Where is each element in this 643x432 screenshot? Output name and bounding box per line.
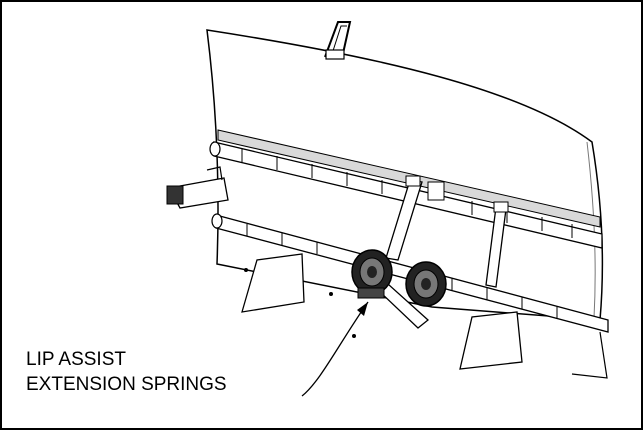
callout-line-2: EXTENSION SPRINGS	[26, 374, 227, 395]
callout-arrowhead	[357, 302, 368, 316]
callout-leader	[301, 301, 369, 397]
callout-line-1: LIP ASSIST	[26, 349, 126, 370]
extension-springs	[351, 249, 447, 307]
right-mount-plate	[459, 311, 523, 370]
left-mount-plate	[241, 253, 305, 313]
side-bracket	[166, 166, 229, 209]
pull-handle	[324, 21, 352, 60]
spring-arms	[376, 175, 509, 329]
callout-label: LIP ASSIST EXTENSION SPRINGS	[26, 347, 227, 397]
